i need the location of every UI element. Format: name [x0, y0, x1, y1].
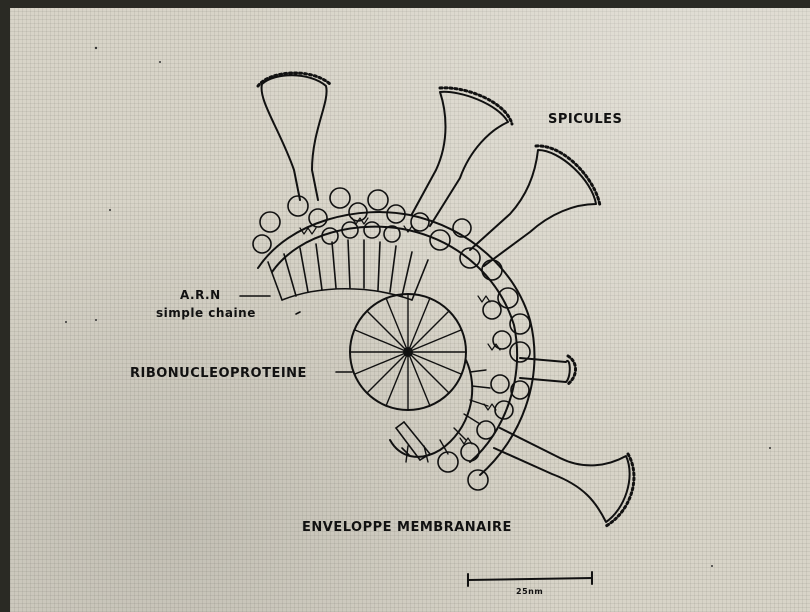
spicules-label: SPICULES	[548, 112, 622, 127]
spicule-1	[258, 73, 330, 200]
arn-label: A.R.N	[180, 288, 221, 302]
ribonucleoproteine-label: RIBONUCLEOPROTEINE	[130, 366, 307, 381]
rna-strand-ribs	[268, 240, 428, 300]
scale-bar	[468, 572, 592, 586]
scale-label: 25nm	[516, 587, 543, 596]
label-leaders	[240, 296, 352, 372]
spicule-5	[520, 356, 576, 384]
spicule-3	[470, 146, 600, 266]
spicule-2	[412, 88, 512, 226]
ribonucleoprotein-hub	[350, 294, 490, 462]
arn-simple-chaine-label: simple chaine	[156, 306, 256, 320]
enveloppe-membranaire-label: ENVELOPPE MEMBRANAIRE	[302, 520, 512, 535]
spicule-4	[494, 428, 634, 526]
envelope-lower-segment	[396, 422, 430, 460]
